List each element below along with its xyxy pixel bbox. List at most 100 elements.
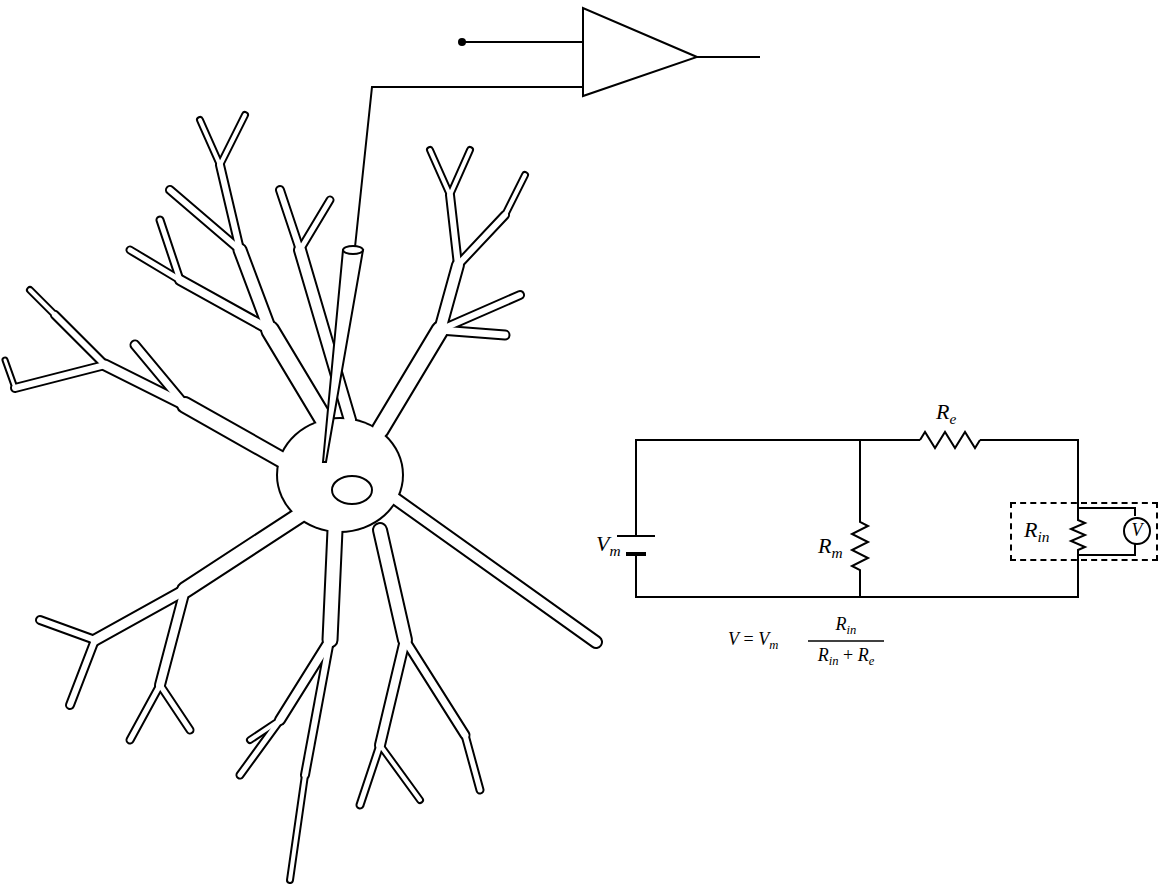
dendrite [430,150,450,195]
dendrite [105,365,185,405]
neuron-drawing [5,115,596,880]
dendrite [270,330,330,430]
dendrite [250,720,280,740]
resistor-symbol [1071,515,1085,560]
battery-label: Vm [596,532,621,560]
dendrite [330,530,335,640]
dendrite [70,640,95,705]
dendrite [380,330,440,430]
dendrite [130,685,160,740]
dendrite [505,175,525,215]
dendrite [465,735,480,790]
resistor-symbol [852,440,868,597]
dendrite [450,150,470,195]
wire [1078,544,1135,555]
dendrite [290,775,305,880]
measuring-device-box: Rin V [1010,502,1158,561]
dendrite [135,345,185,405]
dendrite [185,515,300,590]
dendrite [360,745,380,805]
voltmeter-label: V [1132,521,1143,541]
amplifier-output [697,56,760,58]
dendrite [380,530,405,640]
dendrite [280,190,300,250]
amplifier-symbol [583,8,697,96]
dendrite [390,495,596,642]
equation-numerator: Rin [836,615,857,638]
dendrite [440,330,505,335]
dendrite [405,640,465,735]
resistor-label: Rm [818,534,843,562]
dendrite [70,640,95,705]
wire [1078,508,1135,516]
dendrite [180,280,270,330]
equation-term: V=Vm [728,630,778,653]
dendrite [30,290,55,315]
dendrite [130,685,160,740]
dendrite [505,175,525,215]
dendrite [240,720,280,775]
dendrite [360,745,380,805]
dendrite [405,640,465,735]
dendrite [290,775,305,880]
electrode-wire [355,87,583,247]
electrode-opening [343,246,363,254]
dendrite [380,640,405,745]
dendrite [380,640,405,745]
dendrite [450,150,470,195]
dendrite [450,195,458,265]
soma [278,419,402,531]
dendrite [5,360,15,388]
dendrite [380,745,420,800]
dendrite [55,315,105,365]
dendrite [450,195,458,265]
dendrite [465,735,480,790]
battery-symbol [626,552,646,556]
dendrite [300,200,330,250]
dendrite [390,495,596,642]
circuit [617,432,1135,641]
equation-denominator: Rin+Re [818,646,875,669]
dendrite [160,590,185,685]
dendrite [458,215,505,265]
reference-terminal [458,38,466,46]
dendrite [220,115,245,165]
dendrite [160,220,180,280]
resistor-label: Re [936,400,956,428]
dendrite [40,620,95,640]
dendrite [30,290,55,315]
dendrite [300,200,330,250]
dendrite [240,720,280,775]
nucleus [332,476,372,504]
dendrite [440,330,505,335]
dendrite [5,360,15,388]
wire [636,440,920,536]
reference-wire [462,41,583,43]
fraction-bar [808,640,884,642]
dendrite [430,150,450,195]
battery-symbol [617,535,655,537]
dendrite [200,120,220,165]
dendrite [200,120,220,165]
dendrite [440,295,520,330]
dendrite [185,515,300,590]
dendrite [160,685,190,730]
resistor-symbol [920,432,980,448]
dendrite [40,620,95,640]
voltmeter-circle: V [1123,517,1151,545]
dendrite [305,640,330,775]
dendrite [380,330,440,430]
resistor-label: Rin [1024,518,1049,546]
dendrite [15,365,105,388]
dendrite [160,685,190,730]
dendrite [330,530,335,640]
dendrite [220,115,245,165]
dendrite [380,530,405,640]
dendrite [15,365,105,388]
dendrite [280,190,300,250]
dendrite [55,315,105,365]
dendrite [170,190,240,250]
dendrite [458,215,505,265]
